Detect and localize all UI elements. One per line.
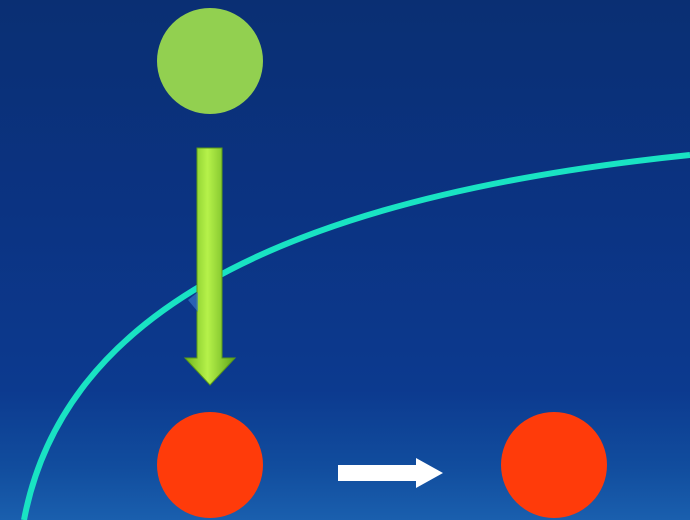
bottom-left-node xyxy=(157,412,263,518)
horizontal-arrow xyxy=(338,458,443,488)
vertical-arrow xyxy=(183,147,237,386)
top-node xyxy=(157,8,263,114)
bottom-right-node xyxy=(501,412,607,518)
